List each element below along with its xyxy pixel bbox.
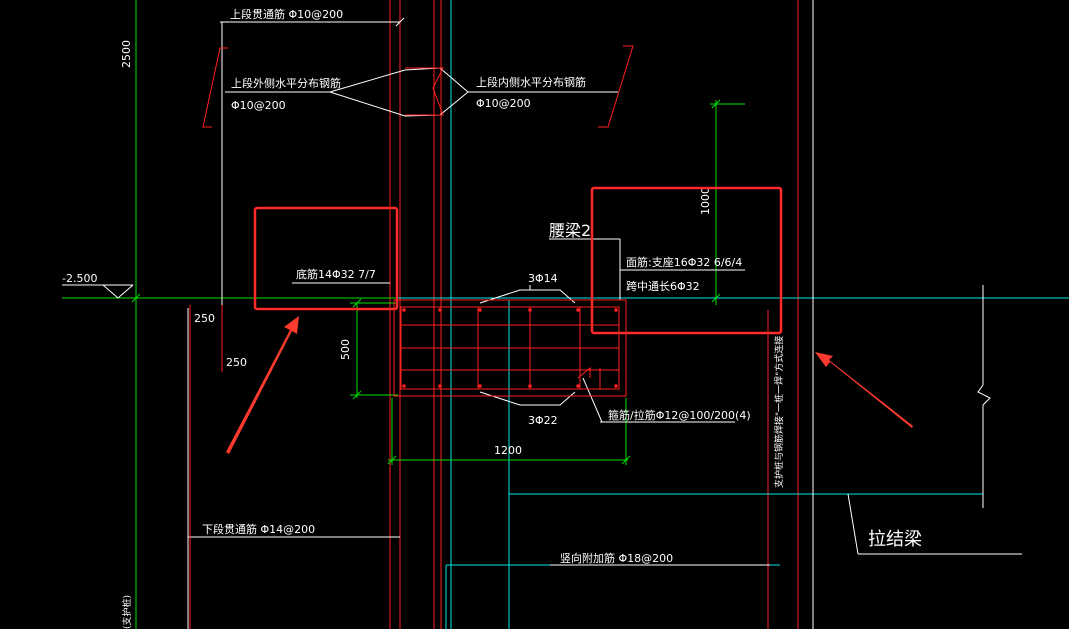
label-tie-beam: 拉结梁 <box>868 529 922 550</box>
label-waist-beam: 腰梁2 <box>549 221 591 240</box>
label-vertical-added-bar: 竖向附加筋 Φ18@200 <box>560 551 673 565</box>
label-bottom-bar: 底筋14Φ32 7/7 <box>296 267 376 281</box>
arrow-right <box>815 352 913 428</box>
rebar-dots <box>402 308 618 388</box>
break-symbol <box>977 384 991 406</box>
label-upper-through-bar: 上段贯通筋 Φ10@200 <box>230 7 343 21</box>
dim-1200: 1200 <box>494 444 522 457</box>
dim-2500: 2500 <box>120 40 133 68</box>
highlight-box-bottom-bar <box>253 206 399 311</box>
label-upper-outer-horizontal-spec: Φ10@200 <box>231 99 286 112</box>
leader <box>479 289 576 304</box>
dim-500: 500 <box>339 339 352 360</box>
label-face-bar-support: 面筋:支座16Φ32 6/6/4 <box>626 255 742 269</box>
label-bottom-bars: 3Φ22 <box>528 414 558 427</box>
waist-beam-section <box>393 299 627 397</box>
leader <box>439 67 469 116</box>
dim-250-a: 250 <box>194 312 215 325</box>
label-lower-through-bar: 下段贯通筋 Φ14@200 <box>202 522 315 536</box>
dim-250-b: 250 <box>226 356 247 369</box>
bracket-red <box>202 47 228 128</box>
label-vertical-note: 支护桩与钢筋焊接"一桩一焊"方式连接 <box>773 336 785 488</box>
leader <box>329 67 441 93</box>
dim-1000: 1000 <box>699 187 712 215</box>
label-upper-outer-horizontal: 上段外侧水平分布钢筋 <box>231 76 341 90</box>
label-face-bar-midspan: 跨中通长6Φ32 <box>626 280 700 293</box>
label-upper-inner-horizontal-spec: Φ10@200 <box>476 97 531 110</box>
bracket-red <box>598 45 634 128</box>
structural-lines <box>389 0 1069 629</box>
leader <box>329 91 441 117</box>
dim-tick <box>711 293 721 303</box>
leader <box>479 391 576 406</box>
dim-tick <box>131 293 141 303</box>
highlight-box-face-bar <box>590 186 783 335</box>
text-labels: 上段贯通筋 Φ10@200 上段外侧水平分布钢筋 Φ10@200 上段内侧水平分… <box>62 7 922 629</box>
dim-tick <box>621 455 631 465</box>
arrow-left <box>226 316 299 454</box>
label-upper-inner-horizontal: 上段内侧水平分布钢筋 <box>476 75 586 89</box>
dim-tick <box>387 455 397 465</box>
bracket-red <box>405 67 444 116</box>
highlight-annotations <box>226 186 913 454</box>
dim-tick <box>352 390 362 400</box>
elevation-marker <box>102 284 134 299</box>
label-top-bars: 3Φ14 <box>528 272 558 285</box>
leader <box>395 17 405 27</box>
beam-outline <box>393 299 627 397</box>
label-elevation: -2.500 <box>62 272 97 285</box>
hook <box>577 366 591 379</box>
dim-tick <box>711 99 721 109</box>
leader-lines <box>187 17 770 629</box>
leader <box>582 377 603 423</box>
label-stirrup: 箍筋/拉筋Φ12@100/200(4) <box>608 408 751 422</box>
label-left-vertical-note: (支护桩) <box>121 595 133 629</box>
dimension-lines <box>62 0 745 629</box>
dim-tick <box>352 298 362 308</box>
tie-beam-leader <box>847 493 859 555</box>
